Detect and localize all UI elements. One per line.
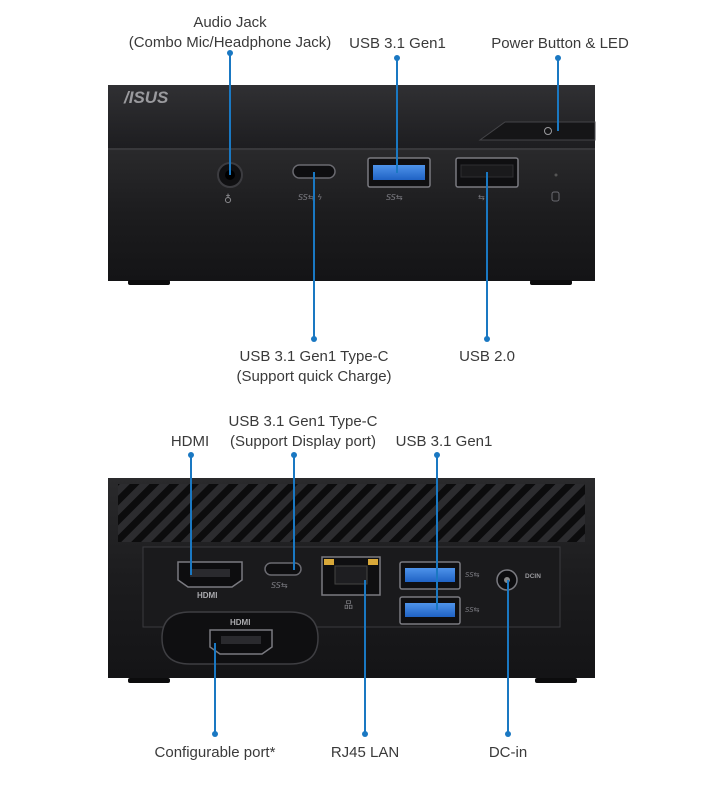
usb-c-port-rear	[264, 562, 302, 576]
line-hdmi	[190, 455, 192, 575]
drive-icon	[551, 191, 560, 202]
label-usb31-rear: USB 3.1 Gen1	[395, 433, 493, 450]
dot-usb20	[484, 336, 490, 342]
front-device: /ISUS ♁ SS⇆ ϟ SS⇆ ⇆	[108, 85, 596, 285]
dcin-text: DCIN	[525, 573, 541, 580]
label-usb20: USB 2.0	[459, 348, 515, 365]
label-configurable-port: Configurable port*	[154, 744, 276, 761]
dot-configurable-port	[212, 731, 218, 737]
rear-vent	[118, 484, 585, 542]
label-usb-c-front: USB 3.1 Gen1 Type-C (Support quick Charg…	[236, 348, 392, 385]
headset-icon: ♁	[224, 193, 232, 206]
ss-dp-icon: SS⇆	[271, 581, 288, 590]
line-power-button	[557, 58, 559, 131]
network-icon: 品	[344, 600, 353, 611]
dot-rj45	[362, 731, 368, 737]
power-button	[478, 121, 596, 141]
label-audio-jack: Audio Jack (Combo Mic/Headphone Jack)	[128, 14, 332, 51]
line-usb31-front	[396, 58, 398, 173]
line-usb-c-rear	[293, 455, 295, 570]
dot-usb-c-front	[311, 336, 317, 342]
ss-charge-icon: SS⇆ ϟ	[298, 193, 322, 202]
label-hdmi: HDMI	[170, 433, 210, 450]
line-usb20	[486, 172, 488, 338]
ss-icon-2: SS⇆	[465, 606, 480, 614]
line-audio-jack	[229, 53, 231, 175]
line-usb-c-front	[313, 172, 315, 338]
label-rj45: RJ45 LAN	[330, 744, 400, 761]
label-usb31-front: USB 3.1 Gen1	[349, 35, 446, 52]
ss-icon-1: SS⇆	[465, 571, 480, 579]
hdmi-config-text: HDMI	[230, 618, 250, 627]
hdmi-port-text: HDMI	[197, 591, 217, 600]
line-rj45	[364, 580, 366, 733]
power-icon	[544, 127, 552, 135]
label-dc-in: DC-in	[488, 744, 528, 761]
asus-logo: /ISUS	[123, 88, 169, 107]
line-dc-in	[507, 580, 509, 733]
label-usb-c-rear: USB 3.1 Gen1 Type-C (Support Display por…	[228, 413, 378, 450]
ss-usb-icon: SS⇆	[386, 193, 403, 202]
dot-dc-in	[505, 731, 511, 737]
rear-device: HDMI SS⇆ 品 SS⇆ SS⇆ DCIN HDMI	[108, 478, 595, 683]
front-panel	[108, 148, 595, 281]
line-usb31-rear	[436, 455, 438, 610]
line-configurable-port	[214, 643, 216, 733]
label-power-button: Power Button & LED	[491, 35, 629, 52]
usb-icon: ⇆	[478, 193, 485, 202]
